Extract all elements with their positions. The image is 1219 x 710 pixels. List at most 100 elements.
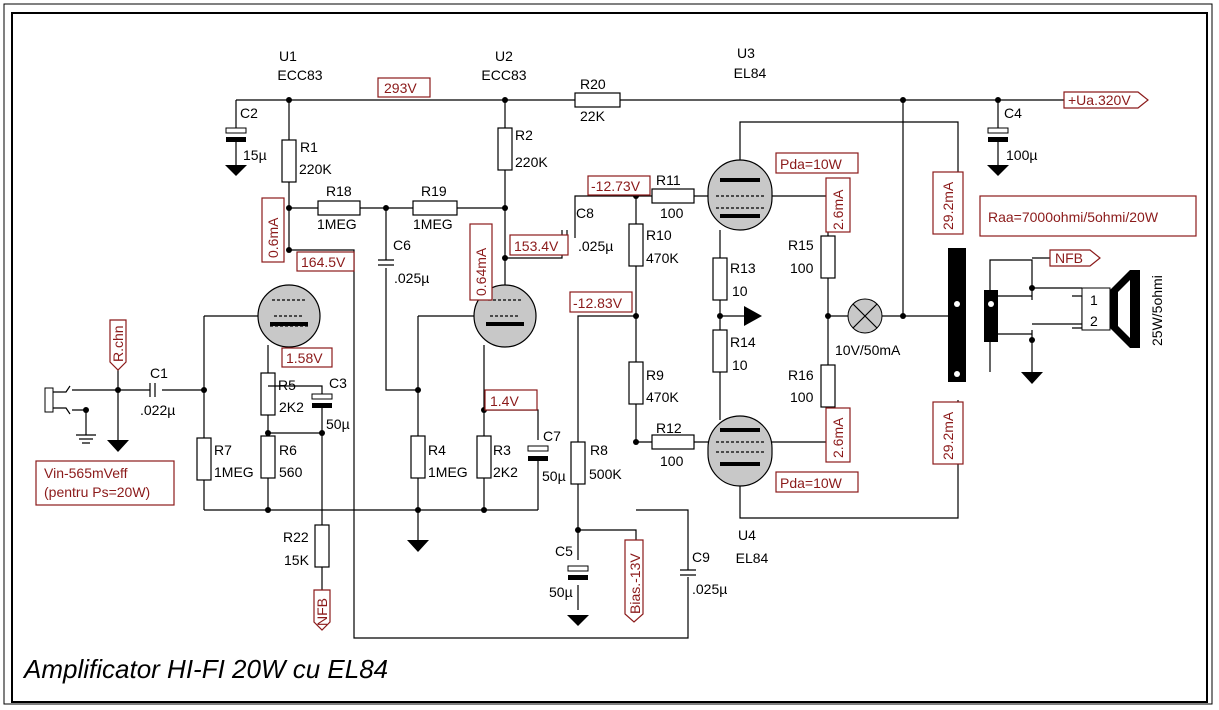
components-r15-value-label: 100 (790, 260, 814, 276)
capacitor-c2 (225, 127, 247, 176)
components-r9-value-label: 470K (646, 389, 679, 405)
components-r11-ref-label: R11 (656, 172, 681, 188)
components-r11-value-label: 100 (660, 205, 684, 221)
nfb-bottom-label: NFB (314, 598, 330, 626)
components-r14-value-label: 10 (732, 357, 748, 373)
labels: U1 ECC83 U2 ECC83 U3 EL84 U4 EL84 C2 15µ… (22, 45, 1165, 684)
resistor-r14 (712, 329, 728, 373)
resistor-r3 (476, 435, 492, 479)
tube-u3 (707, 159, 773, 231)
resistor-r16 (820, 364, 836, 408)
components-r16-value-label: 100 (790, 389, 814, 405)
port-rchn (109, 319, 127, 371)
u1-ref: U1 (279, 48, 297, 64)
components-c8-value-label: .025µ (578, 238, 613, 254)
capacitor-c3 (268, 385, 333, 408)
resistor-r22 (314, 524, 330, 568)
components-c8-ref-label: C8 (576, 205, 594, 221)
grounds (76, 306, 1043, 552)
u3-type: EL84 (734, 65, 767, 81)
components-r19-value-label: 1MEG (413, 216, 453, 232)
annotations-pda-bot-label: Pda=10W (780, 475, 843, 491)
capacitor-c9 (680, 569, 696, 576)
tube-u4 (707, 415, 773, 487)
capacitor-c4 (987, 127, 1009, 176)
inner-frame (11, 12, 1208, 703)
resistor-r13 (712, 257, 728, 301)
u4-type: EL84 (736, 550, 769, 566)
resistor-r8 (570, 441, 586, 485)
components-c9-ref-label: C9 (692, 549, 710, 565)
annotations-i064-label: 0.64mA (473, 247, 489, 296)
junctions (83, 97, 1035, 533)
bias-label: Bias.-13V (627, 553, 643, 614)
components-r12-value-label: 100 (660, 453, 684, 469)
u2-type: ECC83 (481, 67, 526, 83)
speaker-pin2-label: 2 (1090, 313, 1098, 329)
resistor-r18 (317, 200, 361, 216)
input-jack-icon[interactable] (44, 385, 71, 415)
lamp-icon (847, 298, 883, 334)
ground-symbol (107, 440, 129, 452)
components-r7-value-label: 1MEG (214, 464, 254, 480)
components-r9-ref-label: R9 (646, 367, 664, 383)
capacitors (149, 127, 1009, 626)
capacitor-c7 (527, 445, 549, 468)
components-c5-ref-label: C5 (555, 543, 573, 559)
components-r5-value-label: 2K2 (279, 399, 304, 415)
ua-label: +Ua.320V (1068, 92, 1131, 108)
components-r1-value-label: 220K (299, 161, 332, 177)
resistor-r4 (410, 435, 426, 479)
components-c4-value-label: 100µ (1006, 147, 1037, 163)
resistor-r7 (196, 437, 212, 481)
u2-ref: U2 (495, 48, 513, 64)
components-c6-ref-label: C6 (393, 237, 411, 253)
annotations-i06-label: 0.6mA (265, 217, 281, 258)
components-r16-ref-label: R16 (788, 367, 814, 383)
annotations-v1283-label: -12.83V (573, 295, 623, 311)
outer-frame (3, 3, 1213, 705)
lamp-label: 10V/50mA (835, 342, 901, 358)
components-r2-value-label: 220K (515, 154, 548, 170)
annotations-raa-label: Raa=7000ohmi/5ohmi/20W (988, 209, 1159, 225)
nfb-top-label: NFB (1055, 250, 1083, 266)
components-c7-ref-label: C7 (543, 428, 561, 444)
components-c1-ref-label: C1 (150, 365, 168, 381)
arrow-icon (744, 306, 762, 326)
resistors (196, 92, 836, 568)
chassis-ground-symbol (76, 434, 96, 444)
resistor-r11 (651, 188, 695, 204)
components-r12-ref-label: R12 (656, 420, 682, 436)
port-nfb-top (1049, 249, 1101, 267)
u3-ref: U3 (737, 45, 755, 61)
ground-symbol (407, 540, 429, 552)
annotations-v14-label: 1.4V (490, 393, 519, 409)
components-c1-value-label: .022µ (140, 402, 175, 418)
capacitor-c6 (378, 259, 394, 266)
u4-ref: U4 (738, 527, 756, 543)
rchn-label: R.chn (110, 325, 126, 362)
annotations-vin-line1-label: Vin-565mVeff (44, 465, 128, 481)
components-r13-value-label: 10 (732, 283, 748, 299)
annotations-v158-label: 1.58V (286, 350, 323, 366)
ground-symbol (1021, 372, 1043, 384)
components-c9-value-label: .025µ (692, 581, 727, 597)
annotations-v164-label: 164.5V (301, 254, 346, 270)
port-ua (1063, 91, 1149, 109)
annotations (35, 77, 1197, 631)
annotations-v293-label: 293V (384, 80, 417, 96)
resistor-r15 (820, 235, 836, 279)
components-r10-ref-label: R10 (646, 227, 672, 243)
resistor-r5 (260, 372, 276, 416)
resistor-r9 (628, 361, 644, 405)
components-r20-ref-label: R20 (580, 76, 606, 92)
components-r22-ref-label: R22 (283, 529, 309, 545)
components-r18-ref-label: R18 (326, 183, 352, 199)
components-r1-ref-label: R1 (300, 139, 318, 155)
components-c2-ref-label: C2 (240, 105, 258, 121)
u1-type: ECC83 (277, 67, 322, 83)
capacitor-c5 (567, 565, 589, 626)
components-c6-value-label: .025µ (394, 270, 429, 286)
components-c4-ref-label: C4 (1004, 105, 1022, 121)
